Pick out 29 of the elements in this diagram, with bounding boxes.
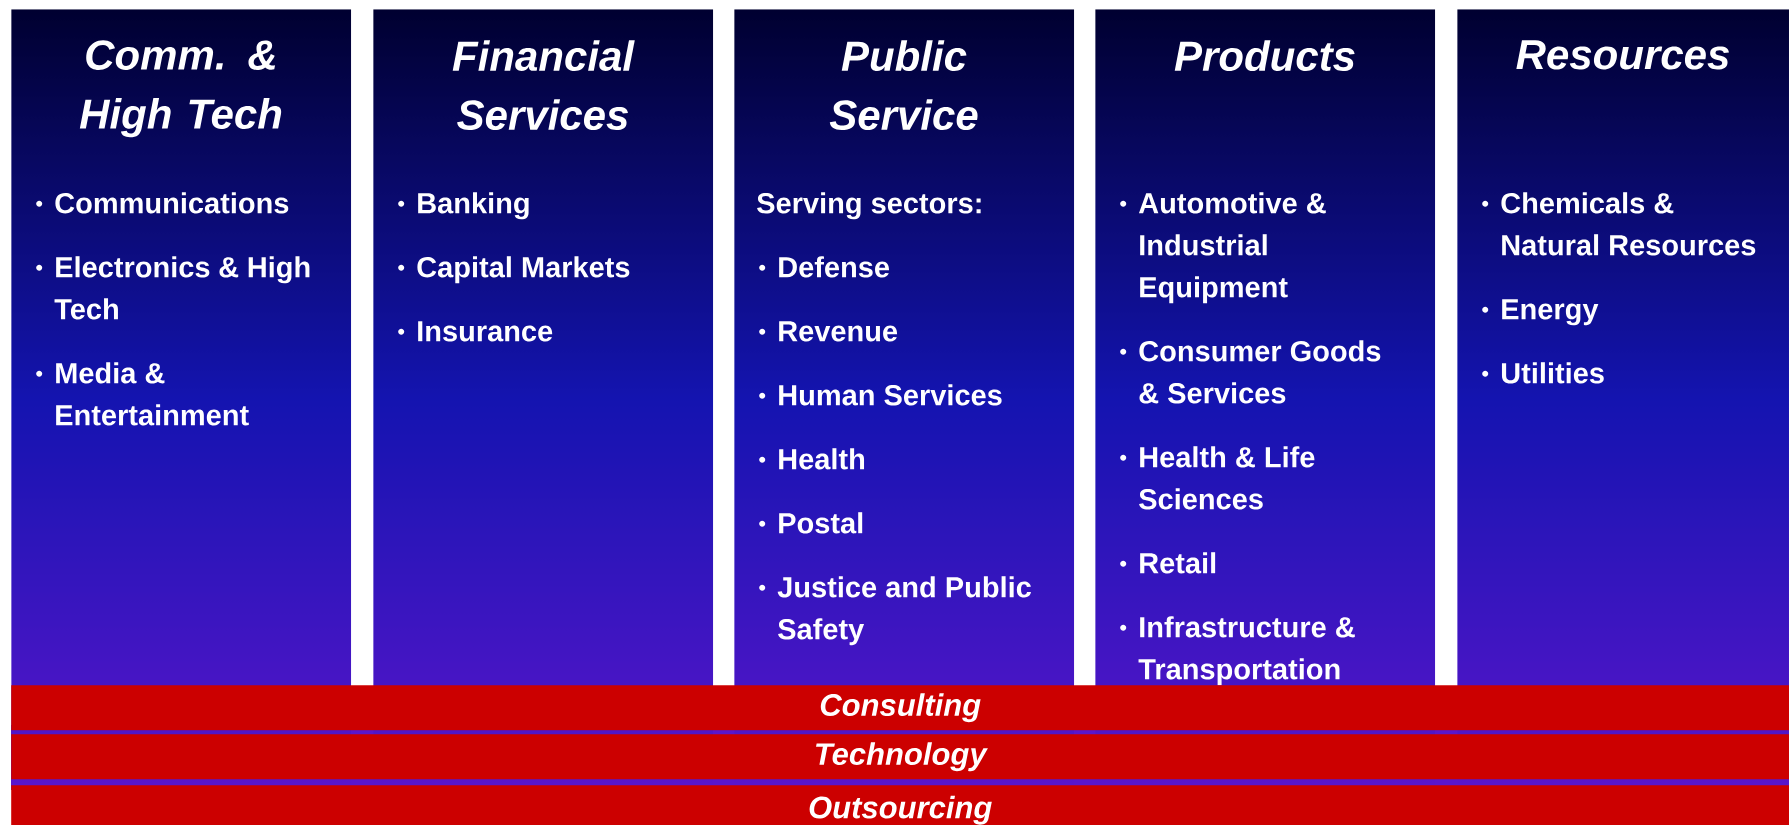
bullet-item: Retail [1120,552,1216,574]
bullet-item: Communications [36,192,289,214]
bullet-item: Media & Entertainment [36,362,249,426]
bullet-item: Infrastructure & Transportation [1120,616,1355,686]
bullet-item: Chemicals & Natural Resources [1482,192,1756,256]
column-heading: Products [1174,40,1355,72]
bullet-item: Banking [398,192,529,220]
bullet-item: Energy [1482,299,1599,326]
bullet-item: Defense [759,256,890,278]
bullet-item: Postal [759,512,863,534]
bullet-item: Insurance [398,321,553,342]
bullet-item: Automotive & Industrial Equipment [1120,192,1326,304]
bullet-item: Health & Life Sciences [1120,446,1315,510]
bullet-item: Electronics & High Tech [36,256,310,320]
column-heading: Comm. & High Tech [79,40,282,138]
bullet-item: Health [759,448,865,470]
service-band: Outsourcing [11,785,1789,825]
service-band: Technology [11,734,1789,780]
bullet-item: Human Services [759,384,1002,406]
service-band: Consulting [11,685,1789,731]
column-heading: Resources [1516,40,1729,70]
bullet-item: Capital Markets [398,256,630,284]
list-heading: Serving sectors: [757,192,981,220]
bullet-item: Consumer Goods & Services [1120,340,1381,404]
bullet-item: Justice and Public Safety [759,576,1031,646]
bullet-item: Utilities [1482,362,1604,384]
column-heading: Public Service [829,40,978,131]
column-heading: Financial Services [452,40,635,131]
bullet-item: Revenue [759,321,898,342]
